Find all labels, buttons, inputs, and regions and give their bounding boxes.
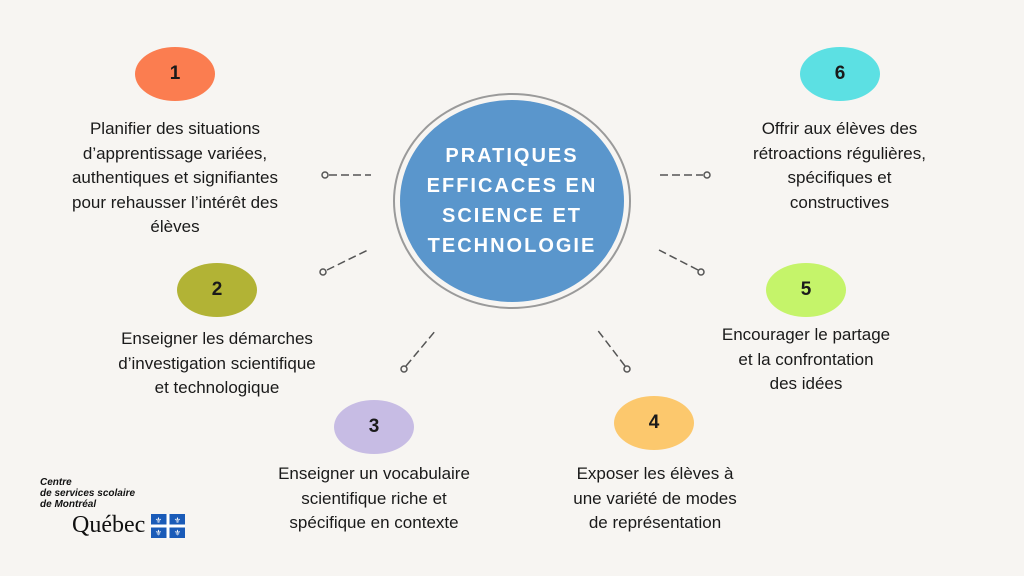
connector-6-dot (703, 171, 711, 179)
description-line: d’investigation scientifique (118, 353, 316, 373)
description-5: Encourager le partage et la confrontatio… (696, 323, 916, 397)
badge-number: 3 (368, 416, 380, 437)
connector-5-dot (697, 268, 705, 276)
description-line: spécifique en contexte (289, 513, 459, 532)
badge-number: 1 (169, 63, 181, 84)
badge-number: 4 (648, 412, 660, 433)
svg-text:⚜: ⚜ (155, 528, 162, 537)
connector-1-dot (321, 171, 329, 179)
logo-org-line: de services scolaire (40, 488, 136, 499)
description-line: d’apprentissage variées, (82, 143, 268, 163)
badge-number: 5 (800, 279, 812, 300)
hub-circle: PRATIQUES EFFICACES EN SCIENCE ET TECHNO… (400, 100, 624, 302)
badge-2: 2 (177, 263, 257, 317)
svg-text:⚜: ⚜ (174, 528, 181, 537)
central-hub: PRATIQUES EFFICACES EN SCIENCE ET TECHNO… (393, 93, 631, 309)
hub-title-line: SCIENCE ET (441, 205, 583, 227)
logo-org-line: de Montréal (40, 499, 97, 510)
connector-3-dot (400, 365, 408, 373)
logo-name: Québec (72, 512, 146, 538)
description-line: une variété de modes (573, 488, 737, 508)
logo-org-name: Centre de services scolaire de Montréal (40, 477, 185, 510)
connector-3 (405, 329, 437, 367)
description-line: Encourager le partage (721, 325, 891, 344)
description-line: Planifier des situations (89, 119, 261, 138)
connector-2-dot (319, 268, 327, 276)
badge-6: 6 (800, 47, 880, 101)
description-1: Planifier des situations d’apprentissage… (45, 117, 305, 240)
description-line: et la confrontation (738, 349, 874, 369)
quebec-logo: Centre de services scolaire de Montréal … (40, 477, 186, 539)
description-line: Offrir aux élèves des (761, 119, 918, 138)
svg-text:⚜: ⚜ (155, 516, 162, 525)
badge-5: 5 (766, 263, 846, 317)
quebec-flag-icon: ⚜ ⚜ ⚜ ⚜ (151, 513, 186, 538)
connector-2 (326, 249, 369, 271)
connector-4-dot (623, 365, 631, 373)
logo-org-line: Centre (40, 477, 72, 488)
description-line: et technologique (154, 378, 280, 397)
description-line: Enseigner les démarches (121, 329, 313, 348)
description-line: constructives (789, 192, 890, 212)
badge-number: 6 (834, 63, 846, 84)
badge-number: 2 (211, 279, 223, 300)
badge-4: 4 (614, 396, 694, 450)
description-4: Exposer les élèves à une variété de mode… (542, 462, 768, 536)
description-line: scientifique riche et (301, 488, 447, 508)
svg-text:⚜: ⚜ (174, 516, 181, 525)
description-line: de représentation (588, 513, 722, 532)
description-line: Exposer les élèves à (576, 464, 734, 483)
description-3: Enseigner un vocabulaire scientifique ri… (258, 462, 490, 536)
badge-1: 1 (135, 47, 215, 101)
description-line: rétroactions régulières, (753, 143, 926, 163)
description-2: Enseigner les démarches d’investigation … (92, 327, 342, 401)
connector-4 (595, 327, 626, 367)
badge-3: 3 (334, 400, 414, 454)
description-line: authentiques et signifiantes (71, 168, 279, 187)
description-line: pour rehausser l’intérêt des (71, 192, 278, 212)
description-line: des idées (769, 374, 843, 393)
logo-wordmark-row: Québec ⚜ ⚜ ⚜ ⚜ (72, 512, 186, 539)
hub-title: PRATIQUES EFFICACES EN SCIENCE ET TECHNO… (427, 141, 598, 261)
connector-5 (658, 249, 699, 271)
description-line: spécifiques et (787, 168, 892, 187)
description-line: élèves (150, 217, 200, 236)
hub-title-line: PRATIQUES (445, 145, 579, 167)
description-6: Offrir aux élèves des rétroactions régul… (727, 117, 952, 215)
hub-title-line: TECHNOLOGIE (427, 235, 597, 257)
description-line: Enseigner un vocabulaire (278, 464, 470, 483)
hub-title-line: EFFICACES EN (426, 175, 598, 197)
